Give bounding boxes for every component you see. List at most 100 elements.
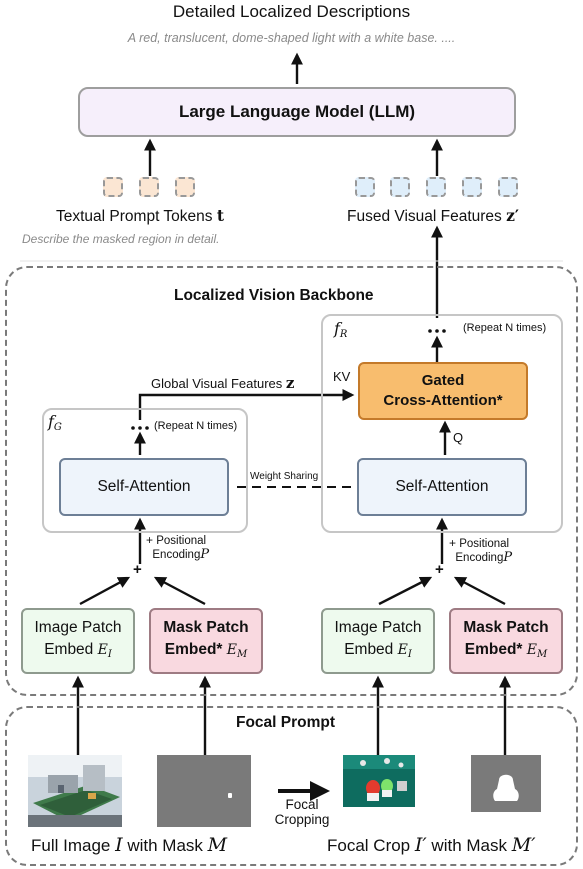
mask-patch-line2: Embed* xyxy=(464,640,523,658)
focal-crop-thumbnail xyxy=(343,755,415,807)
crop-caption-a: Focal Crop xyxy=(327,836,415,855)
full-mask-region xyxy=(228,793,232,798)
mask-patch-sub: M xyxy=(537,648,548,660)
weight-sharing-label: Weight Sharing xyxy=(250,471,319,482)
repeat-label-right: (Repeat N times) xyxy=(463,322,547,334)
pos-line1-left: Positional xyxy=(156,535,207,547)
mask-patch-line1: Mask Patch xyxy=(463,618,549,636)
mask-patch-line1: Mask Patch xyxy=(163,618,249,636)
fused-features-text: Fused Visual Features xyxy=(347,208,502,225)
fused-features-label: Fused Visual Features z′ xyxy=(347,206,519,226)
module-fr xyxy=(321,314,563,533)
vision-backbone-region xyxy=(5,266,578,696)
arrow-left-mask-embed-to-plus xyxy=(153,576,206,606)
full-caption-m: M xyxy=(207,834,228,856)
full-image-caption: Full Image I with Mask M xyxy=(31,834,227,856)
pos-symbol-left: P xyxy=(200,547,210,562)
crop-caption-b: with Mask xyxy=(426,836,512,855)
pos-symbol-right: P xyxy=(503,550,513,565)
arrow-left-image-embed-to-plus xyxy=(79,576,131,606)
self-attention-right-label: Self-Attention xyxy=(395,478,489,495)
prompt-tokens-text: Textual Prompt Tokens xyxy=(56,208,213,225)
pos-plus-right: + xyxy=(449,536,457,550)
pos-plus-left: + xyxy=(146,533,154,547)
fr-label: fR xyxy=(334,319,348,340)
mask-patch-embed-left: Mask Patch Embed* EM xyxy=(149,608,263,674)
repeat-label-left: (Repeat N times) xyxy=(154,420,238,432)
full-image-art xyxy=(28,755,122,827)
gated-cross-attention-box: Gated Cross-Attention* xyxy=(358,362,528,420)
visual-token xyxy=(426,177,446,197)
global-features-text: Global Visual Features xyxy=(151,376,283,391)
focal-mask-thumbnail xyxy=(471,755,541,812)
focal-cropping-label: Focal Cropping xyxy=(262,797,342,827)
crop-caption-m: M′ xyxy=(511,834,536,856)
arrow-right-mask-embed-to-plus xyxy=(453,576,506,606)
image-patch-line2: Embed xyxy=(344,640,394,658)
self-attention-left: Self-Attention xyxy=(59,458,229,516)
image-patch-embed-left: Image Patch Embed EI xyxy=(21,608,135,674)
self-attention-right: Self-Attention xyxy=(357,458,527,516)
pos-line2-right: Encoding xyxy=(455,552,504,564)
mask-patch-embed-right: Mask Patch Embed* EM xyxy=(449,608,563,674)
image-patch-line1: Image Patch xyxy=(334,618,422,636)
focal-mask-art xyxy=(493,774,519,801)
full-mask-thumbnail xyxy=(157,755,251,827)
arrow-global-to-kv xyxy=(138,389,355,420)
repeat-dots-left xyxy=(131,426,149,430)
kv-label: KV xyxy=(333,369,351,384)
image-patch-sub: I xyxy=(407,648,412,660)
llm-box: Large Language Model (LLM) xyxy=(78,87,516,137)
self-attention-left-label: Self-Attention xyxy=(97,478,191,495)
global-features-symbol: z xyxy=(285,374,295,392)
visual-token xyxy=(462,177,482,197)
focal-crop-art xyxy=(343,755,415,807)
positional-encoding-right: + Positional EncodingP xyxy=(449,536,512,565)
text-token xyxy=(103,177,123,197)
plus-right: + xyxy=(435,561,444,578)
prompt-tokens-hint: Describe the masked region in detail. xyxy=(22,232,220,246)
prompt-tokens-symbol: t xyxy=(216,206,224,225)
visual-token xyxy=(355,177,375,197)
image-patch-embed-right: Image Patch Embed EI xyxy=(321,608,435,674)
full-caption-b: with Mask xyxy=(122,836,208,855)
llm-label: Large Language Model (LLM) xyxy=(178,102,416,121)
q-label: Q xyxy=(453,430,464,445)
fg-subscript: G xyxy=(53,422,62,433)
fr-subscript: R xyxy=(339,329,348,340)
fused-features-symbol: z′ xyxy=(506,206,519,225)
pos-line2-left: Encoding xyxy=(152,549,201,561)
arrow-right-image-embed-to-plus xyxy=(378,576,433,606)
full-caption-i: I xyxy=(115,834,123,856)
fg-label: fG xyxy=(48,412,62,433)
output-caption: A red, translucent, dome-shaped light wi… xyxy=(127,31,456,45)
image-patch-sub: I xyxy=(107,648,112,660)
crop-caption-i: I′ xyxy=(414,834,427,856)
plus-left: + xyxy=(133,561,142,578)
mask-patch-line2: Embed* xyxy=(164,640,223,658)
visual-token xyxy=(498,177,518,197)
text-token xyxy=(175,177,195,197)
vision-backbone-title: Localized Vision Backbone xyxy=(174,287,374,304)
gated-line2: Cross-Attention* xyxy=(383,392,503,409)
focal-cropping-line2: Cropping xyxy=(274,812,330,827)
repeat-dots-right xyxy=(428,329,446,333)
image-patch-line2: Embed xyxy=(44,640,94,658)
full-image-thumbnail xyxy=(28,755,122,827)
image-patch-line1: Image Patch xyxy=(34,618,122,636)
prompt-tokens-label: Textual Prompt Tokens t xyxy=(56,206,224,226)
focal-cropping-line1: Focal xyxy=(285,797,319,812)
focal-prompt-region xyxy=(5,706,578,866)
global-features-label: Global Visual Features z xyxy=(151,374,294,392)
mask-patch-sub: M xyxy=(237,648,248,660)
text-token xyxy=(139,177,159,197)
focal-prompt-title: Focal Prompt xyxy=(236,714,336,731)
gated-line1: Gated xyxy=(421,372,465,389)
full-caption-a: Full Image xyxy=(31,836,116,855)
visual-token xyxy=(390,177,410,197)
positional-encoding-left: + Positional EncodingP xyxy=(146,533,209,562)
module-fg xyxy=(42,408,248,533)
focal-crop-caption: Focal Crop I′ with Mask M′ xyxy=(327,834,536,856)
output-title: Detailed Localized Descriptions xyxy=(172,2,411,21)
